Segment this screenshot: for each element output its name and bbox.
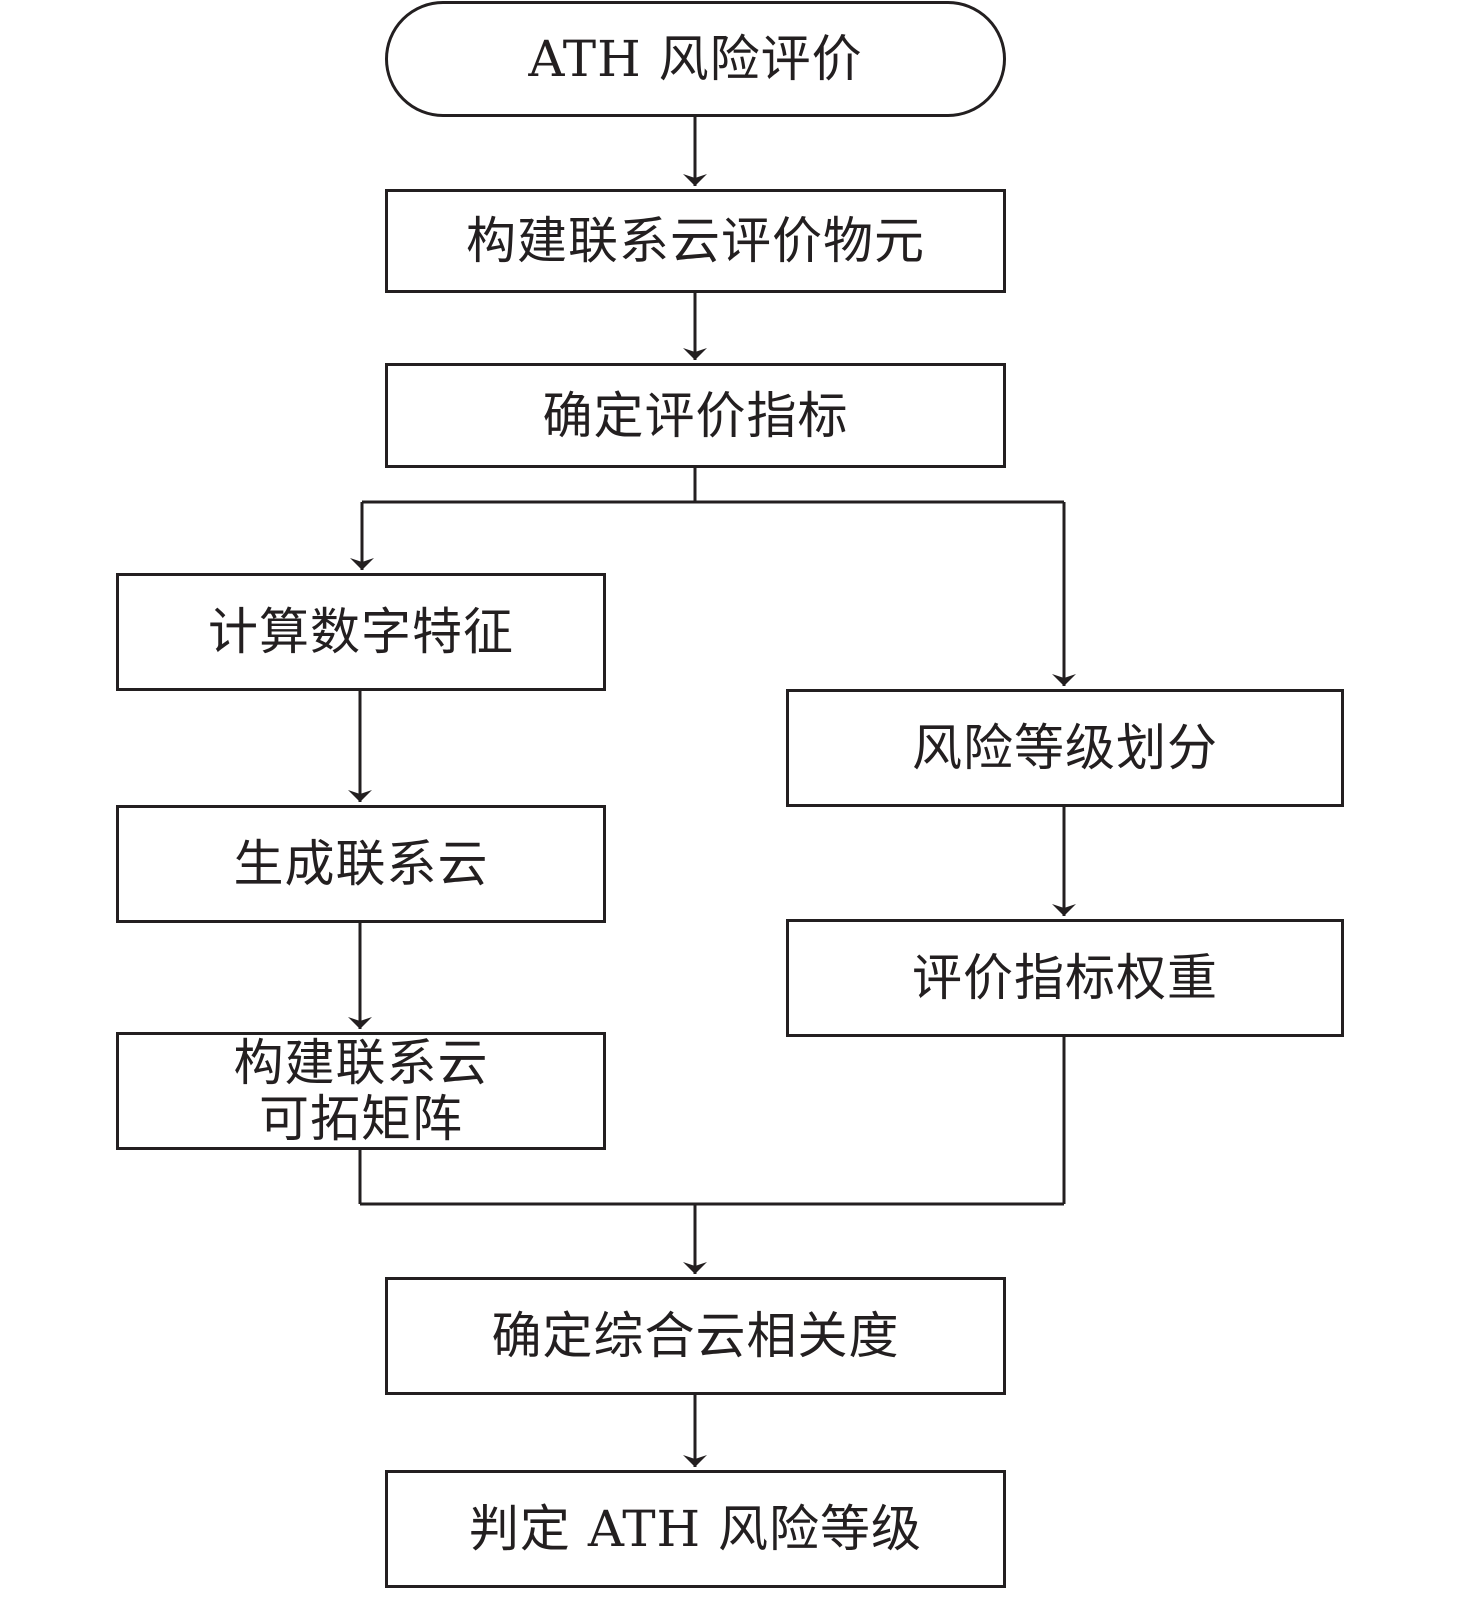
node-determine-risk-level: 判定 ATH 风险等级 [385,1470,1006,1588]
node-indicator-weights: 评价指标权重 [786,919,1344,1037]
node-calc-numeric-features-label: 计算数字特征 [208,603,514,661]
node-start: ATH 风险评价 [385,1,1006,117]
node-build-matter-element: 构建联系云评价物元 [385,189,1006,293]
node-indicator-weights-label: 评价指标权重 [912,949,1218,1007]
node-comprehensive-correlation-label: 确定综合云相关度 [491,1307,900,1365]
node-start-label: ATH 风险评价 [528,30,863,88]
node-build-extension-matrix: 构建联系云 可拓矩阵 [116,1032,606,1150]
node-determine-risk-level-label: 判定 ATH 风险等级 [468,1500,923,1558]
node-determine-indicators: 确定评价指标 [385,363,1006,468]
node-calc-numeric-features: 计算数字特征 [116,573,606,691]
node-comprehensive-correlation: 确定综合云相关度 [385,1277,1006,1395]
node-risk-level-division: 风险等级划分 [786,689,1344,807]
node-build-extension-matrix-label-line1: 构建联系云 [233,1034,489,1092]
node-generate-connection-cloud: 生成联系云 [116,805,606,923]
node-build-matter-element-label: 构建联系云评价物元 [466,212,925,270]
node-determine-indicators-label: 确定评价指标 [542,386,849,445]
node-build-extension-matrix-label-line2: 可拓矩阵 [259,1090,463,1148]
node-risk-level-division-label: 风险等级划分 [912,719,1218,777]
node-generate-connection-cloud-label: 生成联系云 [233,835,489,893]
